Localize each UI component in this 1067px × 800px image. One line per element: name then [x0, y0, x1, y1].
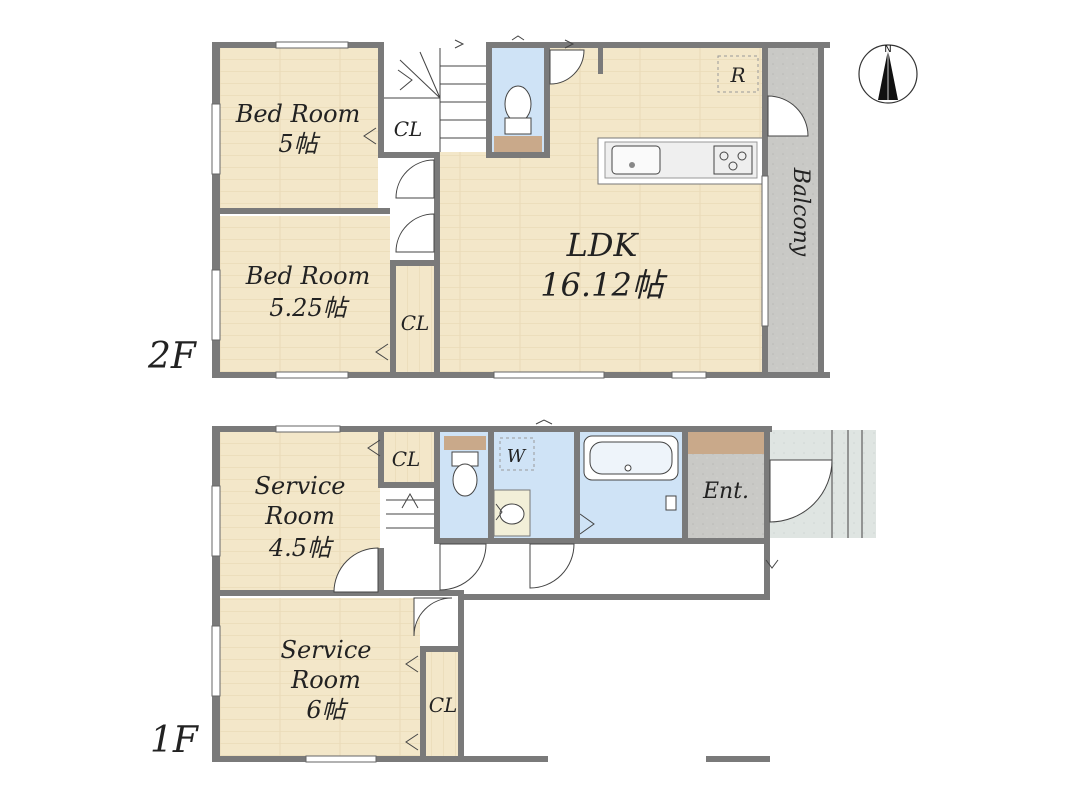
service-room-6-floor: [220, 598, 420, 756]
stairs-2f-lines: [384, 48, 486, 152]
floor-2f: Bed Room 5帖 Bed Room 5.25帖 LDK 16.12帖 CL…: [147, 35, 830, 379]
bedroom-5-name: Bed Room: [235, 100, 361, 128]
bedroom-525-floor: [220, 216, 390, 372]
toilet-2f: [494, 85, 542, 152]
balcony-label: Balcony: [788, 167, 813, 257]
stairs-2f: [384, 48, 486, 152]
service-room-6-size: 6帖: [306, 696, 348, 724]
bedroom-5-floor: [220, 48, 378, 210]
floor-label-1f: 1F: [150, 720, 200, 761]
ldk-name: LDK: [566, 226, 640, 264]
floor-1f: Service Room 4.5帖 Service Room 6帖 CL CL …: [150, 419, 876, 763]
north-compass: N: [858, 44, 918, 104]
bedroom-525-name: Bed Room: [245, 262, 371, 290]
bedroom-525-size: 5.25帖: [269, 294, 349, 322]
walls-1f: [212, 426, 772, 762]
closet-1-label: CL: [394, 117, 423, 141]
closet-2-floor: [396, 266, 434, 372]
shoe-cabinet: [688, 432, 764, 454]
doors-2f: [363, 35, 809, 361]
fridge-label: R: [729, 63, 745, 87]
porch-steps: [831, 430, 863, 538]
closet-1f-2-label: CL: [429, 693, 458, 717]
stairs-1f: [386, 486, 434, 544]
ldk-size: 16.12帖: [540, 266, 668, 304]
bathtub: [579, 435, 679, 535]
service-room-45-line2: Room: [264, 502, 335, 530]
closet-1f-2-floor: [426, 650, 462, 756]
bedroom-5-size: 5帖: [278, 130, 320, 158]
closet-2-label: CL: [401, 311, 430, 335]
closet-1f-1-floor: [384, 432, 434, 482]
kitchen-counter: [597, 137, 765, 185]
washer-label: W: [507, 446, 527, 467]
service-room-45-size: 4.5帖: [268, 534, 334, 562]
washroom-fixtures: [493, 437, 535, 537]
floor-label-2f: 2F: [147, 336, 198, 377]
windows-2f: [211, 41, 769, 379]
entrance-label: Ent.: [702, 479, 749, 504]
toilet-1f: [444, 436, 486, 497]
north-label: N: [884, 44, 891, 55]
closet-1f-1-label: CL: [392, 447, 421, 471]
service-room-6-line1: Service: [281, 636, 372, 664]
windows-1f: [211, 425, 377, 763]
fridge-space: [717, 55, 759, 93]
doors-1f: [333, 419, 833, 751]
service-room-45-line1: Service: [255, 472, 346, 500]
service-room-6-line2: Room: [290, 666, 361, 694]
